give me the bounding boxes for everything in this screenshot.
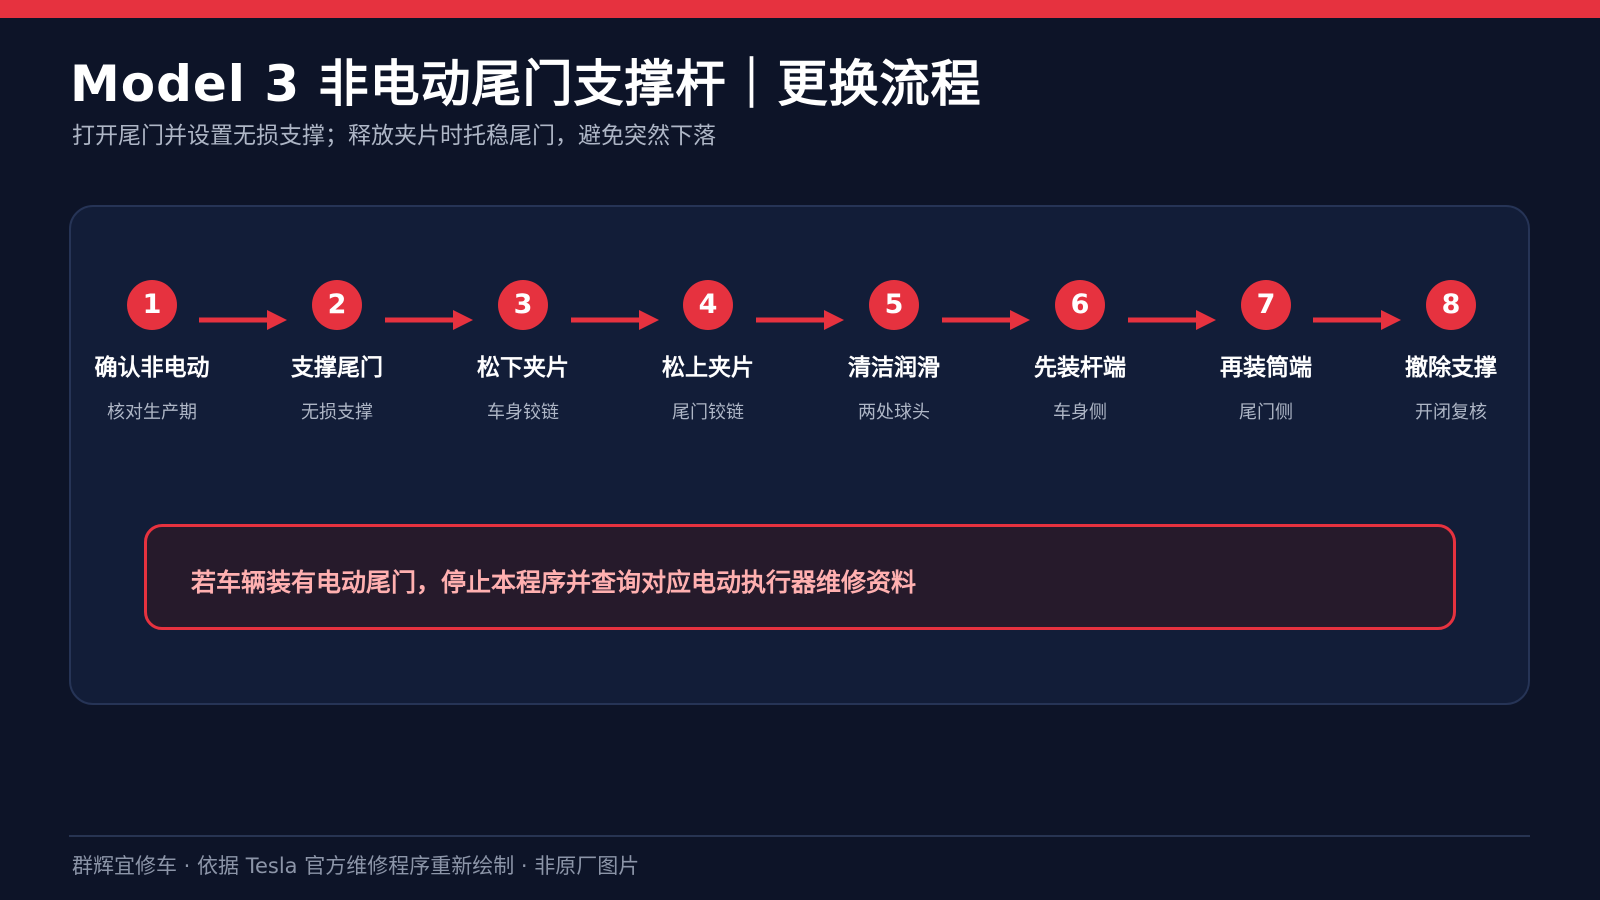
step-number-badge: 5: [869, 280, 919, 330]
step-number-badge: 4: [683, 280, 733, 330]
step-number-badge: 8: [1426, 280, 1476, 330]
arrow-right-icon: [1313, 308, 1403, 332]
step-subtitle: 尾门侧: [1239, 402, 1293, 423]
step-subtitle: 核对生产期: [107, 402, 197, 423]
arrow-right-icon: [1128, 308, 1218, 332]
step-number-badge: 2: [312, 280, 362, 330]
footer-divider: [69, 835, 1530, 837]
step-title: 清洁润滑: [848, 355, 940, 381]
arrow-right-icon: [756, 308, 846, 332]
arrow-right-icon: [199, 308, 289, 332]
step-title: 确认非电动: [94, 355, 210, 381]
arrow-right-icon: [942, 308, 1032, 332]
step-title: 先装杆端: [1034, 355, 1126, 381]
step-2: 2 支撑尾门 无损支撑: [267, 280, 407, 424]
step-subtitle: 车身侧: [1053, 402, 1107, 423]
step-title: 撤除支撑: [1405, 355, 1497, 381]
step-title: 松上夹片: [662, 355, 754, 381]
step-subtitle: 无损支撑: [301, 402, 373, 423]
step-title: 支撑尾门: [291, 355, 383, 381]
step-1: 1 确认非电动 核对生产期: [82, 280, 222, 424]
step-subtitle: 车身铰链: [487, 402, 559, 423]
warning-text: 若车辆装有电动尾门，停止本程序并查询对应电动执行器维修资料: [191, 568, 917, 597]
step-4: 4 松上夹片 尾门铰链: [638, 280, 778, 424]
footer-credit: 群辉宜修车 · 依据 Tesla 官方维修程序重新绘制 · 非原厂图片: [72, 854, 640, 878]
warning-box: 若车辆装有电动尾门，停止本程序并查询对应电动执行器维修资料: [144, 524, 1456, 630]
page-subtitle: 打开尾门并设置无损支撑；释放夹片时托稳尾门，避免突然下落: [72, 123, 716, 149]
step-title: 再装筒端: [1220, 355, 1312, 381]
step-number-badge: 3: [498, 280, 548, 330]
step-7: 7 再装筒端 尾门侧: [1196, 280, 1336, 424]
step-title: 松下夹片: [477, 355, 569, 381]
step-number-badge: 6: [1055, 280, 1105, 330]
step-8: 8 撤除支撑 开闭复核: [1381, 280, 1521, 424]
top-accent-bar: [0, 0, 1600, 18]
step-number-badge: 1: [127, 280, 177, 330]
arrow-right-icon: [571, 308, 661, 332]
step-number-badge: 7: [1241, 280, 1291, 330]
step-6: 6 先装杆端 车身侧: [1010, 280, 1150, 424]
step-subtitle: 开闭复核: [1415, 402, 1487, 423]
page-title: Model 3 非电动尾门支撑杆｜更换流程: [70, 55, 982, 113]
step-subtitle: 两处球头: [858, 402, 930, 423]
arrow-right-icon: [385, 308, 475, 332]
step-3: 3 松下夹片 车身铰链: [453, 280, 593, 424]
step-5: 5 清洁润滑 两处球头: [824, 280, 964, 424]
step-subtitle: 尾门铰链: [672, 402, 744, 423]
